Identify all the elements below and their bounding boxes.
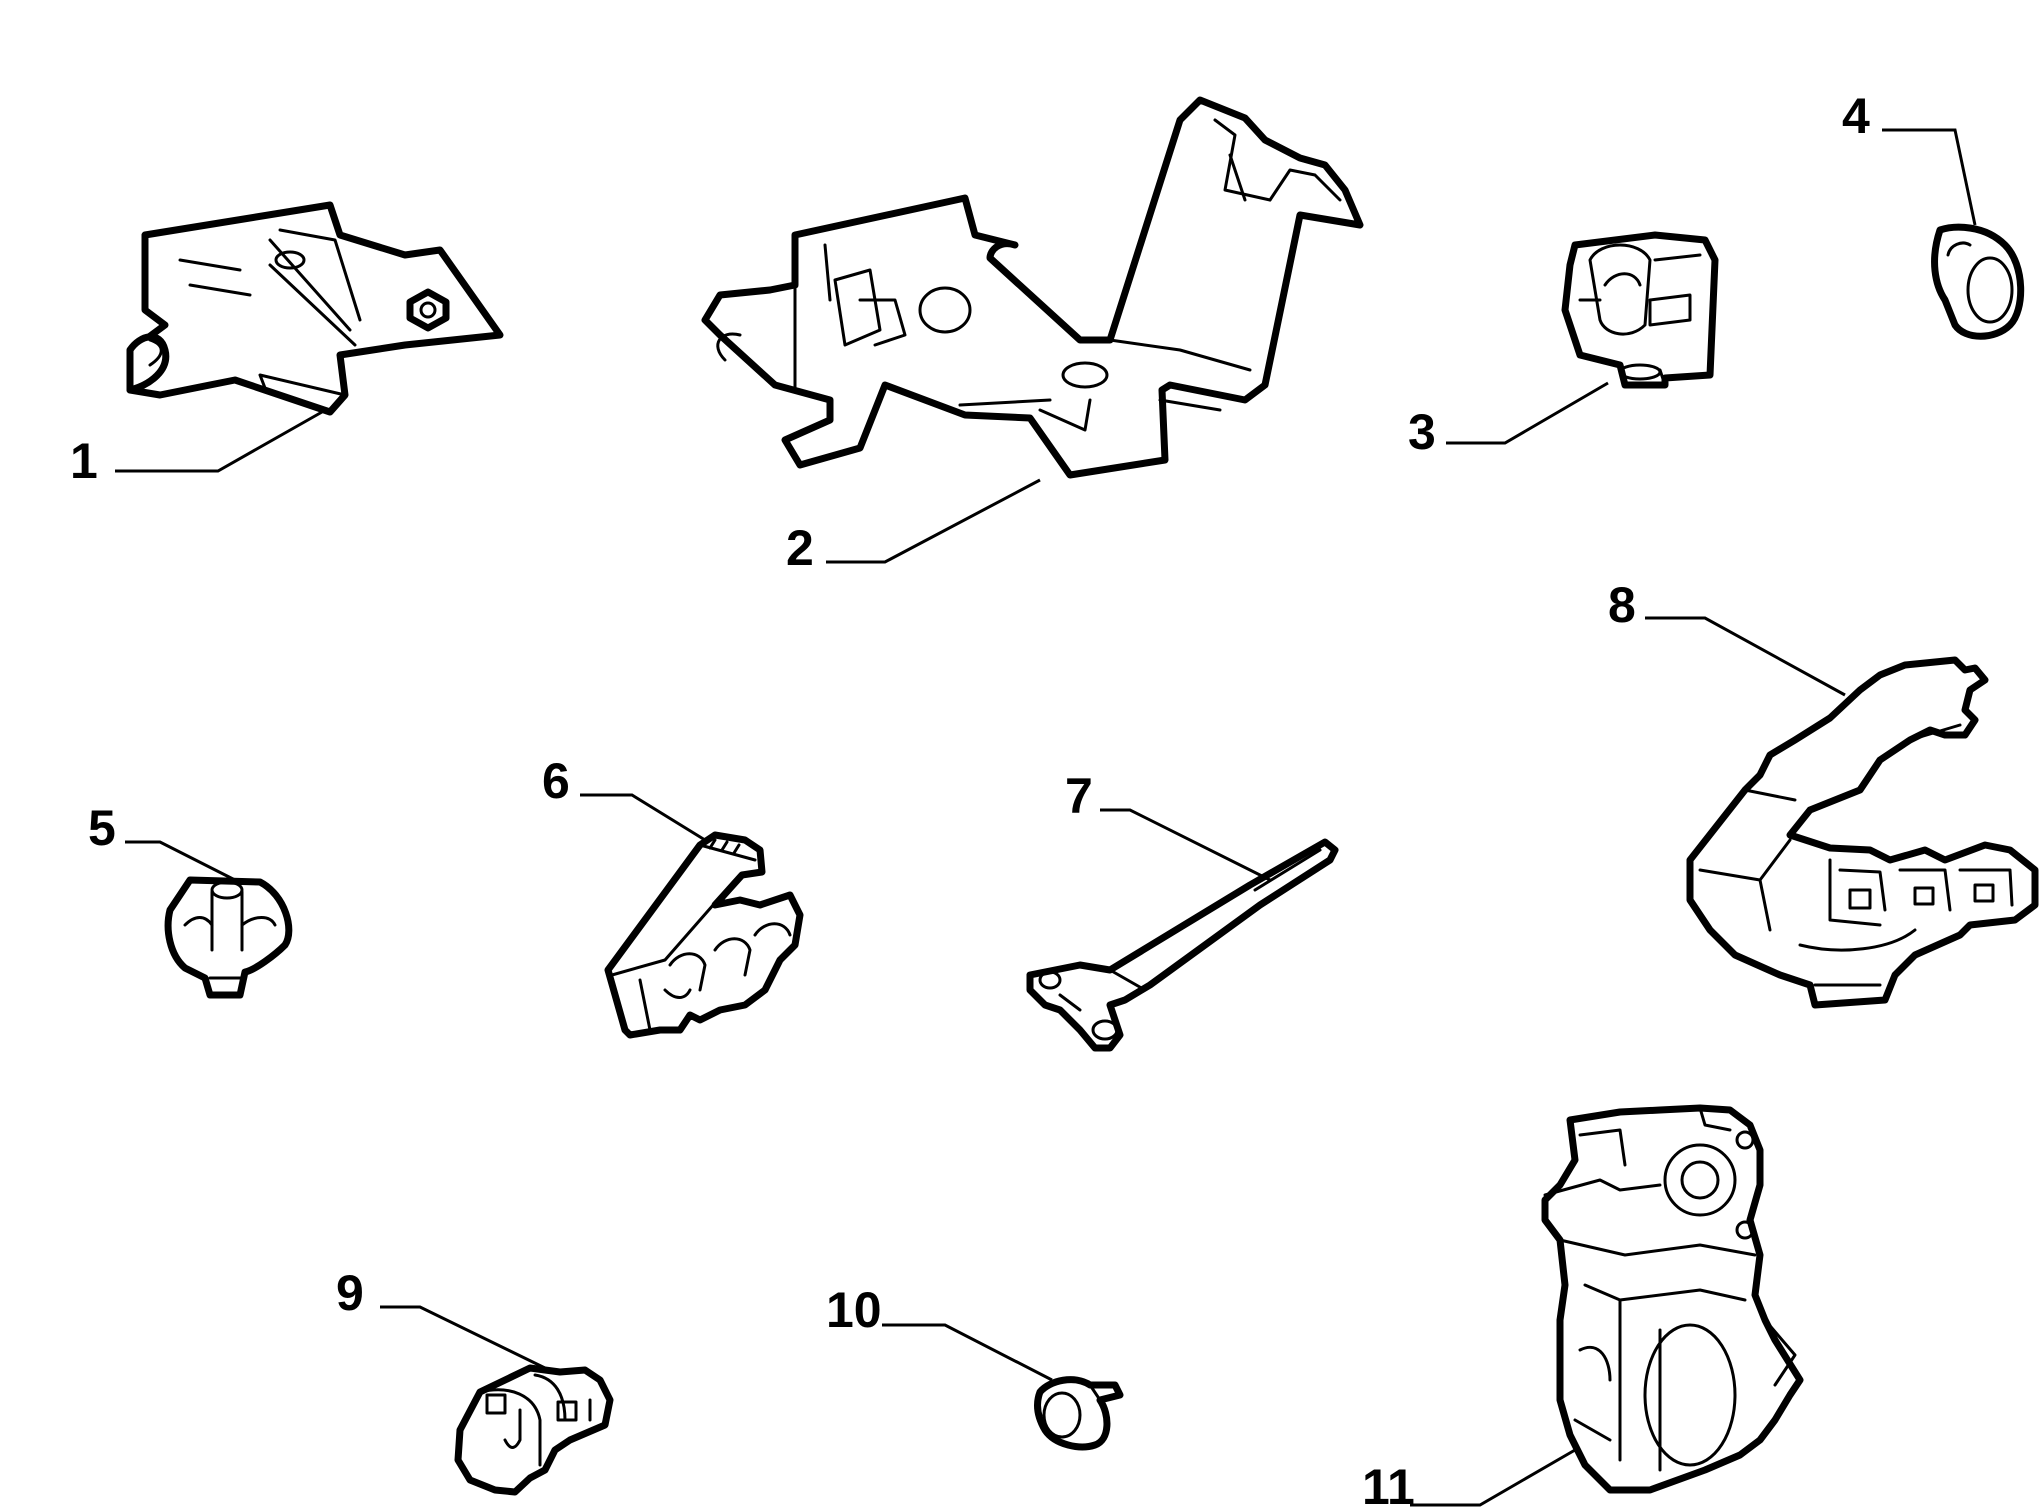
label-7: 7 bbox=[1065, 768, 1093, 824]
cable-clip-icon bbox=[1561, 231, 1719, 389]
part-10: 10 bbox=[826, 1282, 1124, 1451]
label-1: 1 bbox=[70, 433, 98, 489]
part-9: 9 bbox=[336, 1265, 614, 1496]
part-3: 3 bbox=[1408, 231, 1719, 460]
part-1: 1 bbox=[70, 201, 504, 489]
part-11: 11 bbox=[1362, 1104, 1804, 1508]
plug-button-icon bbox=[1931, 223, 2025, 340]
mounting-bracket-icon bbox=[701, 96, 1364, 479]
part-5: 5 bbox=[88, 800, 293, 999]
part-2: 2 bbox=[701, 96, 1364, 576]
part-6: 6 bbox=[542, 753, 804, 1039]
label-4: 4 bbox=[1842, 88, 1870, 144]
label-11: 11 bbox=[1362, 1459, 1415, 1508]
label-8: 8 bbox=[1608, 577, 1636, 633]
push-rivet-icon bbox=[1034, 1376, 1124, 1451]
cable-tie-icon bbox=[1026, 838, 1339, 1052]
part-8: 8 bbox=[1608, 577, 2039, 1009]
label-5: 5 bbox=[88, 800, 116, 856]
pipe-holder-icon bbox=[1541, 1104, 1804, 1494]
label-9: 9 bbox=[336, 1265, 364, 1321]
label-6: 6 bbox=[542, 753, 570, 809]
support-bracket-icon bbox=[126, 201, 504, 416]
part-4: 4 bbox=[1842, 88, 2025, 340]
label-10: 10 bbox=[826, 1282, 882, 1338]
part-7: 7 bbox=[1026, 768, 1339, 1052]
label-2: 2 bbox=[786, 520, 814, 576]
pipe-clip-icon bbox=[164, 876, 293, 999]
label-3: 3 bbox=[1408, 404, 1436, 460]
double-clip-icon bbox=[454, 1364, 614, 1496]
multi-pipe-clamp-icon bbox=[604, 831, 804, 1039]
harness-support-icon bbox=[1686, 656, 2039, 1009]
